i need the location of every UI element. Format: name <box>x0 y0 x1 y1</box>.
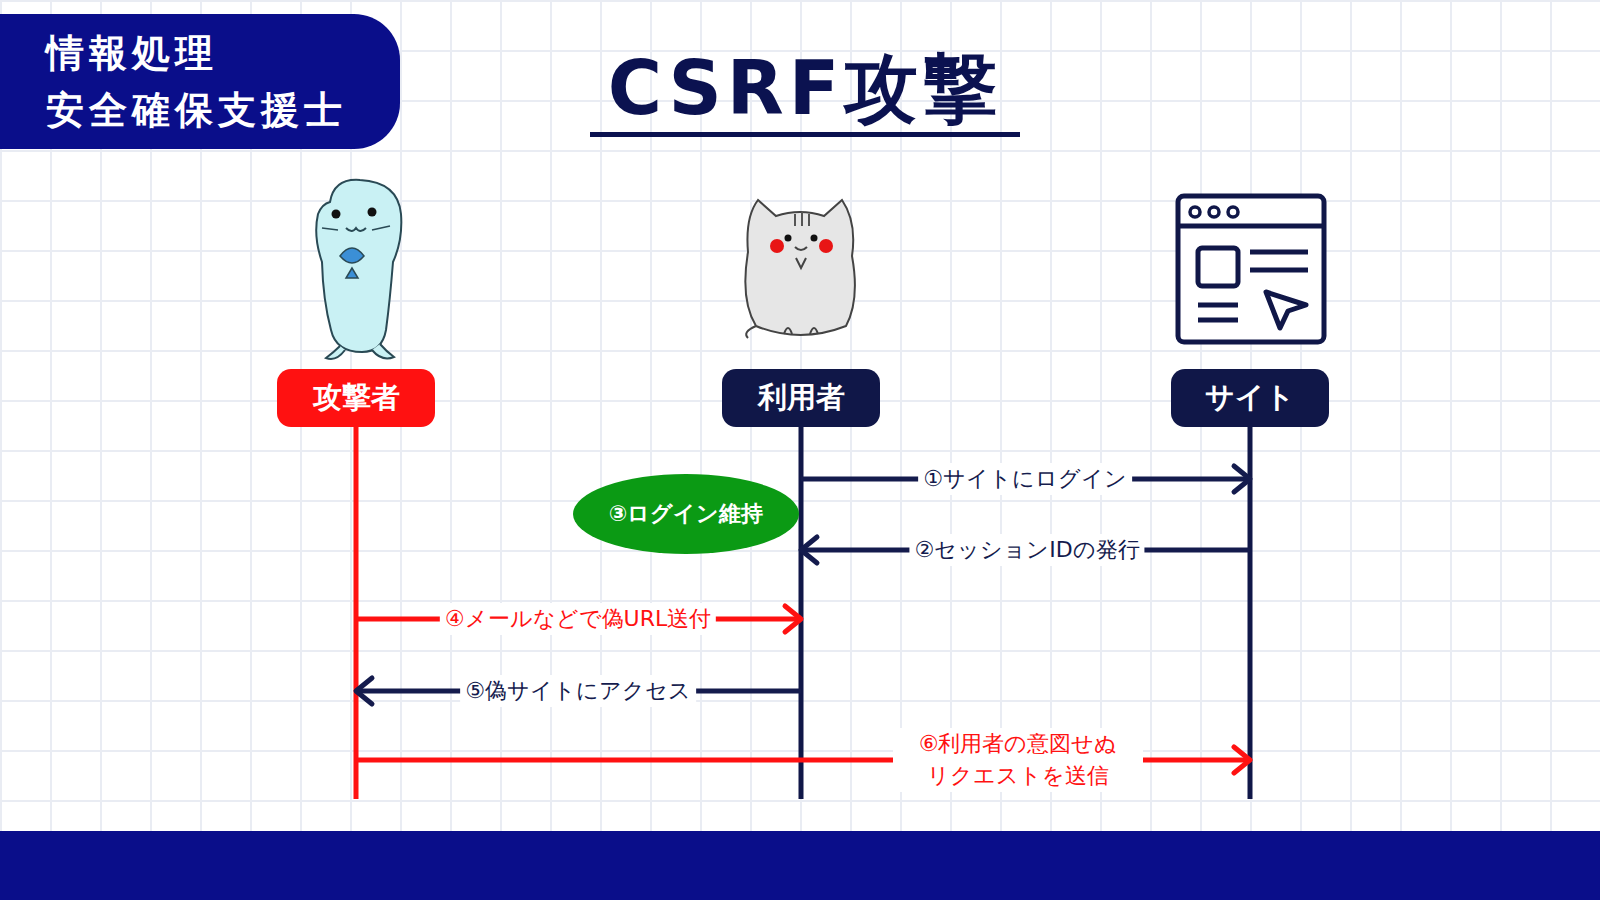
message-label: ④メールなどで偽URL送付 <box>440 603 716 635</box>
diagram-title: CSRF攻撃 <box>590 44 1020 137</box>
browser-text-line <box>1250 268 1308 273</box>
cat-mouth <box>795 247 807 250</box>
browser-image <box>1198 248 1238 286</box>
seal-mouth <box>346 228 366 231</box>
browser-bar <box>1178 224 1324 229</box>
cat-paws <box>796 258 806 268</box>
cat-eye <box>811 235 818 242</box>
message-label: ⑤偽サイトにアクセス <box>460 675 696 707</box>
cat-stripe <box>794 214 796 226</box>
ellipse-fill <box>573 474 799 554</box>
actor-box: 利用者 <box>722 369 880 427</box>
arrow-head <box>801 537 817 563</box>
seal-whisker <box>372 226 390 230</box>
message-label: ⑥利用者の意図せぬ リクエストを送信 <box>893 728 1143 792</box>
actor-box: サイト <box>1171 369 1329 427</box>
exam-badge: 情報処理 安全確保支援士 <box>0 14 400 149</box>
node-text: 攻撃者 <box>313 378 400 418</box>
lifeline <box>354 427 359 799</box>
cat-eye <box>785 235 792 242</box>
browser-dot <box>1190 207 1200 217</box>
seal-flipper <box>326 346 345 359</box>
cat-cheek <box>819 239 833 253</box>
cat-cheek <box>770 239 784 253</box>
node-text: サイト <box>1205 378 1295 418</box>
cat-foot <box>784 328 792 334</box>
browser-dot <box>1228 207 1238 217</box>
cat-body <box>745 200 855 335</box>
seal-flipper <box>372 344 394 358</box>
fish-tail <box>346 268 358 278</box>
node-text: 情報処理 安全確保支援士 <box>46 25 376 139</box>
lifeline <box>799 427 804 799</box>
cat-tail <box>746 326 756 338</box>
state-ellipse: ③ログイン維持 <box>573 474 799 554</box>
cat-stripe <box>801 212 803 226</box>
seal-eye <box>368 208 377 217</box>
cat-stripe <box>808 214 810 226</box>
footer-band <box>0 831 1600 900</box>
cursor-arrow <box>1266 292 1306 328</box>
browser-text-line <box>1198 303 1238 308</box>
browser-text-line <box>1198 318 1238 323</box>
arrow-head <box>1234 747 1250 773</box>
message-label: ①サイトにログイン <box>918 463 1132 495</box>
browser-text-line <box>1250 250 1308 255</box>
browser-frame <box>1178 196 1324 342</box>
seal-eye <box>332 210 341 219</box>
seal-body <box>316 180 401 352</box>
node-text: ③ログイン維持 <box>609 499 764 529</box>
node-text: 利用者 <box>758 378 845 418</box>
browser-dot <box>1209 207 1219 217</box>
arrow-head <box>356 678 372 704</box>
arrow-head <box>785 606 801 632</box>
message-label: ②セッションIDの発行 <box>909 534 1144 566</box>
arrow-head <box>1234 466 1250 492</box>
seal-whisker <box>322 228 338 230</box>
fish <box>340 248 364 263</box>
cat-foot <box>810 328 818 334</box>
actor-box: 攻撃者 <box>277 369 435 427</box>
